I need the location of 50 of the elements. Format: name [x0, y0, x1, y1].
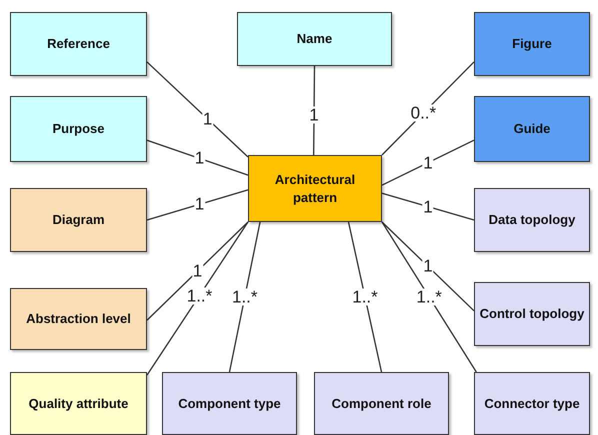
multiplicity-label: 1: [422, 258, 434, 275]
entity-box: [10, 372, 147, 435]
connector-line: [348, 222, 382, 372]
multiplicity-label: 1..*: [231, 288, 259, 306]
entity-name: Architectural pattern: [274, 170, 356, 206]
connector-line: [382, 222, 474, 312]
entity-name: Component role: [332, 394, 432, 412]
multiplicity-label: 1: [192, 262, 204, 280]
entity-name: Purpose: [52, 120, 104, 138]
multiplicity-label: 1: [308, 106, 320, 124]
entity-name: Abstraction level: [26, 310, 131, 328]
entity-name: Control topology: [480, 305, 584, 323]
entity-name: Diagram: [52, 211, 105, 229]
entity-box: [474, 96, 590, 162]
entity-name: Figure: [512, 35, 552, 53]
entity-box: [10, 188, 147, 252]
multiplicity-label: 1..*: [415, 288, 443, 306]
entity-box: [162, 372, 297, 435]
connector-line: [146, 61, 248, 158]
entity-box: [10, 288, 147, 350]
connector-line: [146, 222, 248, 321]
multiplicity-label: 1..*: [351, 288, 379, 306]
entity-name: Guide: [514, 120, 550, 138]
entity-name: Connector type: [484, 394, 580, 412]
entity-name: Reference: [47, 35, 110, 53]
connector-line: [146, 140, 248, 176]
entity-box: [248, 155, 382, 222]
entity-name: Component type: [178, 394, 281, 412]
entity-box: [474, 372, 590, 435]
connector-line: [146, 189, 248, 221]
multiplicity-label: 1: [202, 110, 214, 128]
connector-line: [146, 222, 249, 376]
entity-box: [10, 96, 147, 162]
connector-line: [382, 140, 474, 186]
entity-box: [237, 12, 392, 66]
entity-box: [10, 12, 147, 76]
connector-line: [381, 222, 477, 372]
entity-box: [474, 188, 590, 252]
multiplicity-label: 1..*: [186, 287, 214, 304]
multiplicity-label: 1: [422, 198, 434, 216]
entity-box: [474, 12, 590, 76]
entity-box: [474, 282, 590, 346]
multiplicity-label: 1: [422, 154, 434, 172]
entity-box: [314, 372, 449, 435]
multiplicity-label: 0..*: [410, 104, 438, 122]
entity-name: Name: [296, 30, 332, 48]
connector-line: [228, 222, 261, 372]
entity-name: Data topology: [488, 211, 576, 229]
entity-name: Quality attribute: [28, 394, 128, 412]
connector-line: [382, 192, 474, 221]
